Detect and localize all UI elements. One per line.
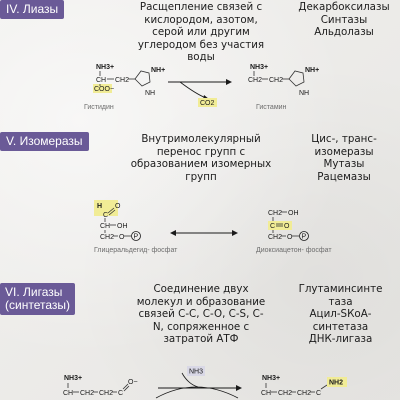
chem-label: O [287,234,293,241]
chem-label: CH2 [248,77,262,84]
chem-label: C [118,390,123,397]
glyceraldehyde-phosphate-label: Глицеральдегид- фосфат [94,247,178,254]
histidine-structure: NH3+ CH CH2 COO− NH+ NH [93,64,165,97]
chem-label: O [115,203,121,210]
chem-label: CH [63,390,73,397]
lyases-examples: Декарбоксилазы Синтазы Альдолазы [298,1,390,39]
chem-label: NH3+ [262,375,280,382]
chem-label: CH2 [115,77,129,84]
chem-label: CH [261,390,271,397]
glutamine-structure: NH3+ CH CH2 CH2 C NH2 [261,375,347,397]
chem-label: OH [117,223,128,230]
chem-label: C [316,390,321,397]
glutamate-structure: NH3+ CH CH2 CH2 C O− [63,375,138,397]
dihydroxyacetone-phosphate-structure: CH2 OH C O CH2 O P [268,210,309,241]
chem-label: NH [299,90,309,97]
chem-label: O− [128,379,138,386]
chem-label: CH2 [100,234,114,241]
chem-label: CH2 [278,390,292,397]
chem-label: OH [288,210,299,217]
chem-label: NH3+ [96,64,114,71]
chem-label: NH3+ [64,375,82,382]
chem-label: NH2 [329,380,343,387]
section-badge-isomerases: V. Изомеразы [0,132,89,151]
ligases-examples: Глутаминсинте таза Ацил-SКоА- синтетаза … [298,283,383,346]
glyceraldehyde-phosphate-structure: H C O CH OH CH2 O P [94,200,141,241]
isomerases-examples: Цис-, транс- изомеразы Мутазы Рацемазы [311,133,377,183]
lyases-description: Расщепление связей с кислородом, азотом,… [137,1,265,64]
chem-label: C [270,223,275,230]
triose-isomerization-diagram: H C O CH OH CH2 O P Глицеральдегид- фосф… [94,200,332,254]
chem-label: C [103,212,108,219]
histidine-label: Гистидин [84,104,114,111]
histamine-structure: NH3+ CH2 CH2 NH+ NH [248,64,319,97]
chem-label: O [119,234,125,241]
chem-label: CH2 [268,234,282,241]
isomerases-description: Внутримолекулярный перенос групп с образ… [130,133,272,183]
chem-label: NH [145,90,155,97]
ligases-description: Соединение двух молекул и образование св… [136,283,266,346]
glutamine-synthesis-diagram: NH3+ CH CH2 CH2 C O− NH3 NH3+ CH CH2 CH2… [63,366,347,399]
section-badge-lyases: IV. Лиазы [0,0,65,19]
chem-label: CH2 [297,390,311,397]
chem-label: H [97,203,102,210]
chem-label: CH2 [99,390,113,397]
chem-label: CH [96,77,106,84]
chem-label: CH2 [80,390,94,397]
chem-label: NH3+ [250,64,268,71]
histamine-label: Гистамин [256,104,287,111]
co2-label: CO2 [200,100,215,107]
chem-label: NH+ [151,67,165,74]
chem-label: P [302,234,307,241]
histidine-decarboxylation-diagram: NH3+ CH CH2 COO− NH+ NH Гистидин CO2 NH3… [84,64,319,111]
section-badge-ligases: VI. Лигазы (синтетазы) [0,283,75,315]
chem-label: O [284,223,290,230]
chem-label: CH2 [269,77,283,84]
dihydroxyacetone-phosphate-label: Диоксиацетон- фосфат [256,247,332,254]
chem-label: P [134,234,139,241]
chem-label: NH+ [305,67,319,74]
nh3-label: NH3 [189,369,203,376]
chem-label: CH [100,223,110,230]
chem-label: CH2 [268,210,282,217]
chem-label: COO− [94,86,114,93]
